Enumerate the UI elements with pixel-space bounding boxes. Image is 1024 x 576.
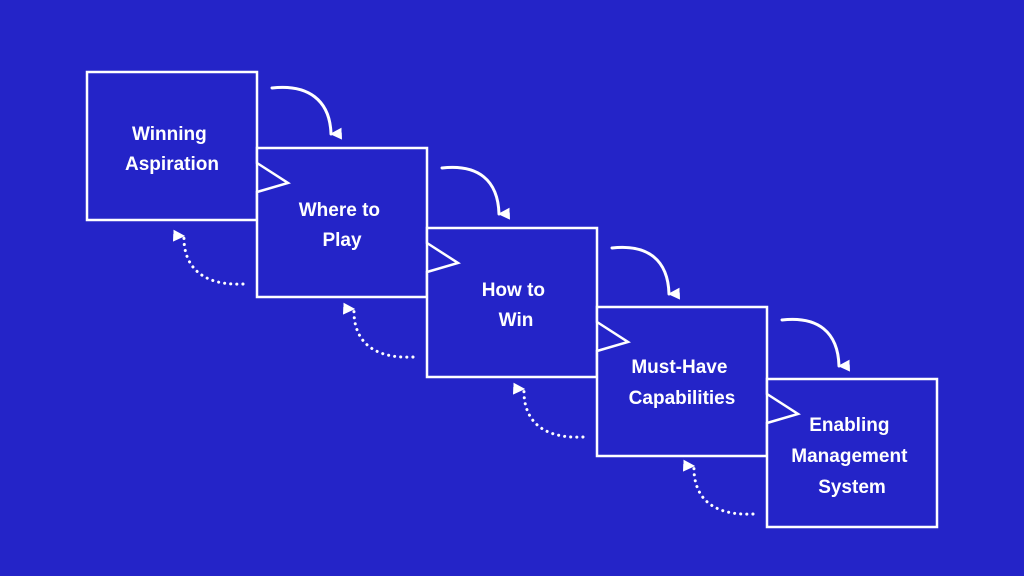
step-box-winning-aspiration [85, 70, 259, 222]
step-label-must-have-capabilities: Must-Have Capabilities [629, 357, 736, 409]
step-box-enabling-management-system [765, 377, 939, 529]
step-label-winning-aspiration: Winning Aspiration [125, 124, 219, 175]
solid-curved-arrow-icon [440, 165, 510, 220]
solid-curved-arrow-icon [270, 85, 342, 140]
step-label-how-to-win: How to Win [482, 280, 551, 331]
solid-curved-arrow-icon [610, 245, 680, 300]
dotted-curved-arrow-icon [173, 229, 245, 286]
step-box-how-to-win [425, 226, 599, 379]
forward-arrows [270, 85, 850, 372]
solid-curved-arrow-icon [780, 317, 850, 372]
step-boxes [85, 70, 939, 529]
dotted-curved-arrow-icon [513, 382, 585, 439]
step-label-where-to-play: Where to Play [299, 200, 386, 251]
feedback-arrows [173, 229, 755, 516]
step-box-where-to-play [255, 146, 429, 299]
step-labels: Winning Aspiration Where to Play How to … [125, 124, 912, 498]
step-label-enabling-management-system: Enabling Management System [791, 415, 912, 498]
step-box-must-have-capabilities [595, 305, 769, 458]
dotted-curved-arrow-icon [683, 459, 755, 516]
dotted-curved-arrow-icon [343, 302, 415, 359]
